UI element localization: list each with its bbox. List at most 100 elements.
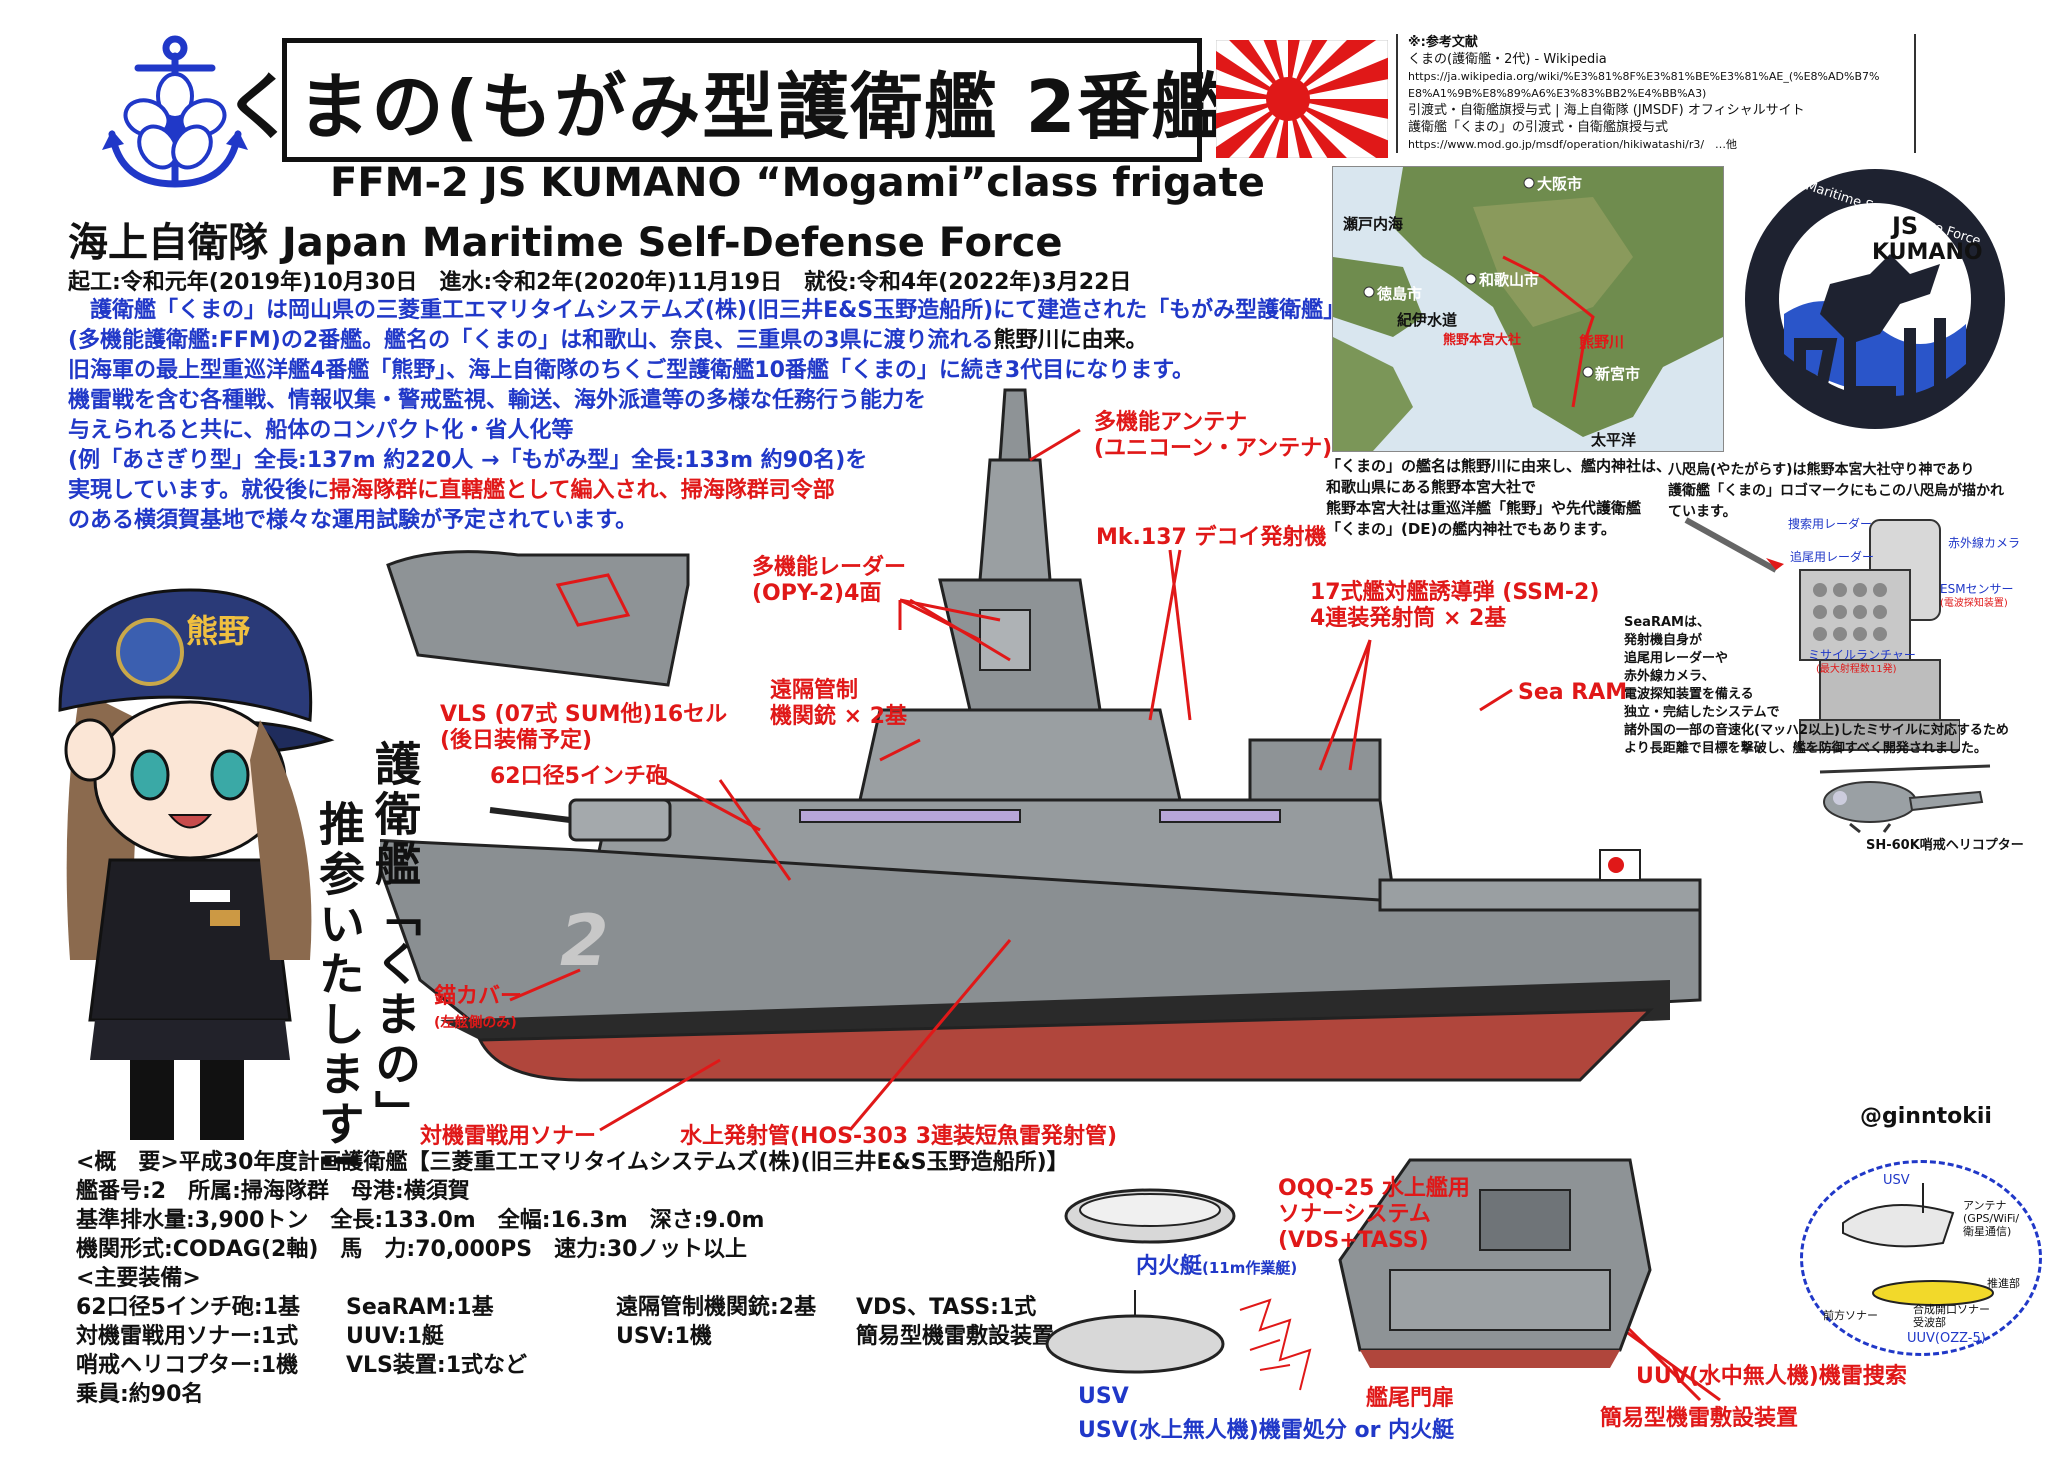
character-illustration [58,588,335,1140]
map-terrain [1333,167,1723,451]
page-title: くまの(もがみ型護衛艦 2番艦) [223,64,1261,149]
callout-line: 多機能レーダー [752,555,907,580]
equipment-item: 遠隔管制機関銃:2基 [616,1295,817,1320]
searam-part-esm: ESMセンサー [1940,582,2014,596]
map-note-line: 熊野本宮大社は重巡洋艦「熊野」や先代護衛艦 [1326,499,1642,517]
ref-link[interactable]: https://www.mod.go.jp/msdf/operation/hik… [1408,138,1738,151]
searam-desc-line: SeaRAMは、 [1624,615,1710,630]
callout-line: ソナーシステム [1278,1202,1431,1227]
emblem-note-line: 八咫烏(やたがらす)は熊野本宮大社守り神であり [1668,462,1975,478]
bow-closeup [386,550,690,687]
sh60k-helicopter-icon [1819,764,1991,834]
kumano-emblem: Japan Maritime Self-Defense Force JS KUM… [1740,164,2010,434]
intro-line: のある横須賀基地で様々な運用試験が予定されています。 [68,508,638,533]
map-label-hongu-taisha: 熊野本宮大社 [1443,333,1522,348]
usv-small-label: USV [1078,1384,1129,1409]
equipment-item: 62口径5インチ砲:1基 [76,1295,301,1320]
callout-line: (ユニコーン・アンテナ) [1094,436,1333,461]
overview-line: 機関形式:CODAG(2軸) 馬 力:70,000PS 速力:30ノット以上 [76,1237,748,1262]
bubble-line: 衛星通信) [1963,1225,2012,1238]
equipment-item: SeaRAM:1基 [346,1295,494,1320]
searam-desc-line: 諸外国の一部の音速化(マッハ2以上)したミサイルに対応するため [1624,723,2009,738]
helicopter-label: SH-60K哨戒ヘリコプター [1866,838,2024,853]
searam-desc-line: より長距離で目標を撃破し、艦を防御すべく開発されました。 [1624,741,1987,756]
bubble-thruster-label: 推進部 [1987,1277,2020,1290]
bubble-line: 受波部 [1913,1316,1946,1329]
callout-rws: 遠隔管制 機関銃 × 2基 [770,678,907,730]
searam-desc-line: 独立・完結したシステムで [1624,705,1780,720]
searam-description: SeaRAMは、 発射機自身が 追尾用レーダーや 赤外線カメラ、 電波探知装置を… [1624,614,2009,758]
work-boat-illustration [1064,1188,1236,1244]
kumano-emblem-graphic [1745,169,2005,429]
intro-line: 実現しています。就役後に掃海隊群に直轄艦として編入され、掃海隊群司令部 [68,478,835,503]
searam-part-track-radar: 追尾用レーダー [1790,550,1875,564]
hull-number: 2 [560,900,609,982]
bubble-line: (GPS/WiFi/ [1963,1212,2020,1225]
callout-radar: 多機能レーダー (OPY-2)4面 [752,555,906,607]
cap-badge-text: 熊野 [186,612,251,650]
jmsdf-cherry-anchor-emblem [102,35,248,188]
callout-decoy: Mk.137 デコイ発射機 [1096,525,1327,550]
equipment-grid: 62口径5インチ砲:1基 SeaRAM:1基 遠隔管制機関銃:2基 VDS、TA… [76,1293,1116,1380]
callout-vls: VLS (07式 SUM他)16セル (後日装備予定) [440,702,727,754]
searam-launcher-illustration [1799,519,1960,751]
callout-line: (左舷側のみ) [434,1015,517,1031]
ship-illustration [380,388,1702,1082]
callout-line: (後日装備予定) [440,728,593,753]
searam-part-launcher: ミサイルランチャー [1808,648,1916,662]
callout-antenna: 多機能アンテナ (ユニコーン・アンテナ) [1094,410,1332,462]
emblem-note-line: 護衛艦「くまの」ロゴマークにもこの八咫烏が描かれ [1668,483,2004,499]
ref-link[interactable]: E8%A1%9B%E8%89%A6%E3%83%BB2%E4%BB%A3) [1408,87,1707,100]
callout-torpedo: 水上発射管(HOS-303 3連装短魚雷発射管) [680,1124,1118,1149]
map-label-pacific: 太平洋 [1591,431,1637,449]
overview-line: <主要装備> [76,1266,201,1291]
ref-line: 引渡式・自衛艦旗授与式 | 海上自衛隊 (JMSDF) オフィシャルサイト [1408,103,1805,118]
searam-desc-line: 追尾用レーダーや [1624,651,1729,666]
kii-peninsula-map: 瀬戸内海 大阪市 和歌山市 徳島市 紀伊水道 熊野本宮大社 熊野川 新宮市 太平… [1332,166,1724,452]
callout-line: 遠隔管制 [770,678,859,703]
map-label-kii-channel: 紀伊水道 [1397,311,1458,329]
references: ※:参考文献 くまの(護衛艦・2代) - Wikipedia https://j… [1396,34,1916,153]
callout-line: (OPY-2)4面 [752,581,882,606]
bubble-line: 合成開口ソナー [1913,1303,1990,1316]
map-label-kumano-river: 熊野川 [1579,333,1625,351]
equipment-item: UUV:1艇 [346,1324,444,1349]
callout-line: OQQ-25 水上艦用 [1278,1176,1470,1201]
intro-line: (例「あさぎり型」全長:137m 約220人 →「もがみ型」全長:133m 約9… [68,448,868,473]
bubble-uuv-label: UUV(OZZ-5) [1907,1331,1986,1346]
unmanned-vehicles-graphic [1842,1183,1994,1306]
artist-signature: @ginntokii [1860,1104,1992,1129]
searam-desc-line: 発射機自身が [1624,633,1703,648]
callout-stern-gate: 艦尾門扉 [1366,1386,1455,1411]
searam-part-launcher-sub: (最大射程数11発) [1816,664,1897,675]
callout-line: 錨カバー [434,984,523,1009]
subtitle-english: FFM-2 JS KUMANO “Mogami”class frigate [330,160,1265,206]
intro-line: 旧海軍の最上型重巡洋艦4番艦「熊野」、海上自衛隊のちくご型護衛艦10番艦「くまの… [68,358,1195,383]
intro-line: 与えられると共に、船体のコンパクト化・省人化等 [68,418,574,443]
map-note-line: 「くまの」(DE)の艦内神社でもあります。 [1326,520,1616,538]
callout-line: 多機能アンテナ [1094,410,1248,435]
vertical-greeting-2: 推参いたします! [312,800,366,1175]
ref-line: くまの(護衛艦・2代) - Wikipedia [1408,52,1607,67]
intro-paragraph: 護衛艦「くまの」は岡山県の三菱重工エマリタイムシステムズ(株)(旧三井E&S玉野… [68,296,1348,536]
map-note-line: 「くまの」の艦名は熊野川に由来し、艦内神社は、 [1326,457,1672,475]
searam-desc-line: 赤外線カメラ、 [1624,669,1715,684]
map-label-shingu: 新宮市 [1595,365,1641,383]
callout-sonar: 対機雷戦用ソナー [420,1124,597,1149]
unmanned-vehicles-bubble: USV アンテナ (GPS/WiFi/ 衛星通信) 推進部 前方ソナー 合成開口… [1800,1160,2042,1356]
stern-view-illustration [1338,1158,1652,1368]
ref-link[interactable]: https://ja.wikipedia.org/wiki/%E3%81%8F%… [1408,70,1880,83]
sun-ray [1216,99,1288,158]
callout-line: (VDS+TASS) [1278,1228,1429,1253]
usv-boat-illustration [1045,1290,1225,1374]
usv-scribble [1239,1298,1312,1391]
callout-oqq25: OQQ-25 水上艦用 ソナーシステム (VDS+TASS) [1278,1176,1470,1254]
emblem-name-kumano: KUMANO [1872,240,1983,265]
ref-line: 護衛艦「くまの」の引渡式・自衛艦旗授与式 [1408,120,1669,135]
emblem-name-js: JS [1892,212,1919,240]
emblem-note-line: ています。 [1668,504,1737,520]
bubble-antenna-label: アンテナ (GPS/WiFi/ 衛星通信) [1963,1199,2019,1238]
map-label-setonaikai: 瀬戸内海 [1343,215,1404,233]
usv-mine-disposal-label: USV(水上無人機)機雷処分 or 内火艇 [1078,1418,1455,1443]
overview-line: 基準排水量:3,900トン 全長:133.0m 全幅:16.3m 深さ:9.0m [76,1208,765,1233]
